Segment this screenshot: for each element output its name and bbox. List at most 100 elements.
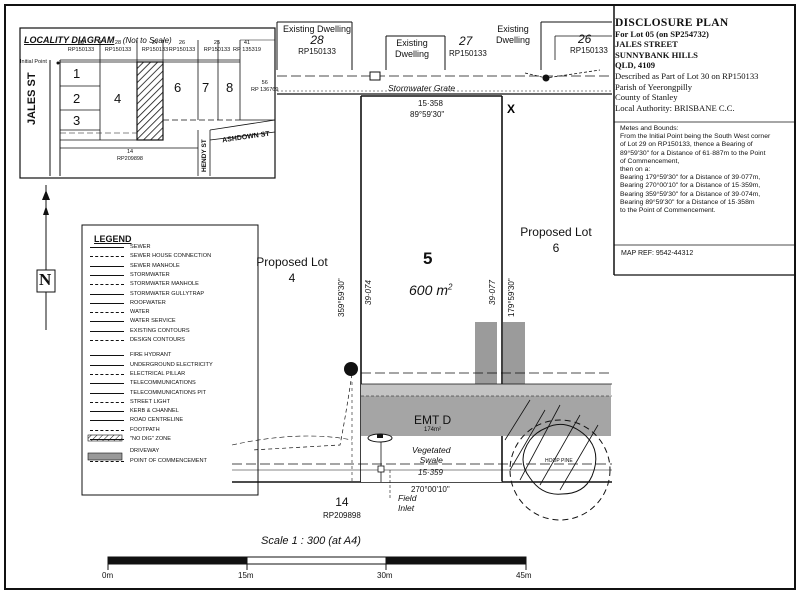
proposed-lot-6-label: Proposed Lot xyxy=(520,225,592,239)
plan-heading: DISCLOSURE PLAN xyxy=(615,17,729,29)
existing-dwelling-27: Existing Dwelling xyxy=(395,38,429,60)
metes-lines: From the Initial Point being the South W… xyxy=(620,133,792,215)
legend-item: STREET LIGHT xyxy=(130,398,170,405)
legend-item: ROAD CENTRELINE xyxy=(130,417,184,424)
legend-item: WATER xyxy=(130,309,150,316)
legend-symbol xyxy=(90,247,124,248)
locality-diagram-linework xyxy=(19,27,276,179)
locality-top-lot-plan: RP150133 xyxy=(168,46,196,53)
legend-title-text: LEGEND xyxy=(94,234,132,244)
locality-title-row: LOCALITY DIAGRAM (Not to Scale) xyxy=(24,30,172,48)
locality-lot-1: 1 xyxy=(73,66,81,81)
legend-item: ELECTRICAL PILLAR xyxy=(130,370,186,377)
legend-symbol xyxy=(90,401,124,403)
lot-14-num: 14 xyxy=(335,495,349,509)
top-bearing: 89°59'30" xyxy=(410,110,445,119)
legend-symbol xyxy=(90,429,124,431)
legend-symbol xyxy=(90,460,124,462)
county-line: County of Stanley xyxy=(615,92,678,103)
easement-area: 174m² xyxy=(424,427,442,433)
locality-lot-7: 7 xyxy=(202,80,210,95)
metes-line: Bearing 89°59'30" for a Distance of 15·3… xyxy=(620,198,755,206)
bottom-distance: 15·359 xyxy=(418,468,443,477)
legend-symbol xyxy=(90,293,124,295)
existing-26-label2: Dwelling xyxy=(496,35,531,45)
locality-top-lot-num: 27 xyxy=(151,40,159,46)
legend-symbol xyxy=(90,439,124,440)
proposed-lot-4: Proposed Lot 4 xyxy=(250,254,334,286)
metes-heading: Metes and Bounds: xyxy=(620,125,679,132)
legend-symbol xyxy=(90,364,124,366)
stormwater-grate-symbol xyxy=(369,71,381,81)
north-arrow-graphic xyxy=(36,185,56,330)
legend-item: STORMWATER MANHOLE xyxy=(130,281,199,288)
locality-lot-56: 56 RP 136769 xyxy=(251,80,278,93)
vegetated-label: Vegetated xyxy=(412,445,451,455)
legend-symbol xyxy=(90,265,124,267)
left-distance: 39·074 xyxy=(364,280,373,305)
parish-line: Parish of Yeerongpilly xyxy=(615,81,693,92)
locality-lot-6: 6 xyxy=(174,80,182,95)
locality-note: (Not to Scale) xyxy=(122,36,172,45)
legend-box-linework xyxy=(81,224,259,496)
bottom-bearing: 270°00'10" xyxy=(411,485,450,494)
legend-item: SEWER MANHOLE xyxy=(130,262,180,269)
top-distance: 15·358 xyxy=(418,99,443,108)
legend-symbol xyxy=(90,321,124,323)
locality-lot-2: 2 xyxy=(73,91,81,106)
legend-item: TELECOMMUNICATIONS xyxy=(130,380,196,387)
legend-item: "NO DIG" ZONE xyxy=(130,436,171,442)
point-of-commencement-mark: X xyxy=(507,102,515,116)
field-inlet-symbol xyxy=(377,465,385,473)
locality-lot-4: 4 xyxy=(114,91,122,106)
existing-dwelling-28: Existing Dwelling 28 RP150133 xyxy=(282,24,352,57)
north-arrow-n: N xyxy=(39,270,52,289)
existing-26-plan: RP150133 xyxy=(570,46,608,55)
existing-28-label: Existing Dwelling xyxy=(282,24,352,34)
tree-label: HOOP PINE xyxy=(545,458,573,464)
right-bearing: 179°59'30" xyxy=(507,278,516,317)
legend-symbol xyxy=(90,312,124,314)
lot-14-label: 14 RP209898 xyxy=(323,495,361,523)
metes-line: Bearing 179°59'30" for a Distance of 39·… xyxy=(620,174,761,182)
existing-27-label2: Dwelling xyxy=(395,49,430,59)
sheet-border xyxy=(4,4,796,590)
existing-27-num: 27 xyxy=(459,34,473,48)
easement-label: EMT D xyxy=(414,413,452,427)
locality-lot-8: 8 xyxy=(226,80,234,95)
legend-symbol xyxy=(90,302,124,304)
metes-line: 89°59'30" for a Distance of 61·887m to t… xyxy=(620,149,766,157)
lot-area-value: 600 xyxy=(409,282,433,298)
lot-number: 5 xyxy=(423,249,433,268)
metes-line: of Lot 29 on RP150133, thence a Bearing … xyxy=(620,141,753,149)
locality-top-lot-num: 26 xyxy=(178,40,186,46)
street-line: JALES STREET xyxy=(615,39,678,50)
locality-top-lot-num: 28 xyxy=(114,40,122,46)
legend-item: SEWER xyxy=(130,244,151,250)
proposed-lot-4-label: Proposed Lot xyxy=(256,255,328,269)
legend-item: DRIVEWAY xyxy=(130,448,160,455)
locality-top-lot-plan: RP150133 xyxy=(141,46,169,53)
locality-top-lot-num: 41 xyxy=(243,40,251,46)
legend-item: FOOTPATH xyxy=(130,426,160,433)
legend-symbol xyxy=(90,274,124,276)
locality-top-lot-plan: RP150133 xyxy=(203,46,231,53)
metes-line: then on a: xyxy=(620,166,651,174)
suburb-line: SUNNYBANK HILLS xyxy=(615,49,698,60)
legend-symbol xyxy=(90,373,124,375)
sewer-line-top xyxy=(277,75,612,95)
initial-point-label: Initial Point xyxy=(20,59,47,65)
legend-symbol xyxy=(90,340,124,341)
scale-bar-graphic xyxy=(107,556,527,570)
scale-tick-30: 30m xyxy=(377,571,393,580)
locality-lot-3: 3 xyxy=(73,113,81,128)
metes-line: From the Initial Point being the South W… xyxy=(620,133,771,141)
existing-28-num: 28 xyxy=(310,33,324,47)
hendy-st-label: HENDY ST xyxy=(201,139,208,172)
existing-lots-linework xyxy=(276,21,612,70)
locality-lot-14-plan: RP209898 xyxy=(117,155,143,162)
